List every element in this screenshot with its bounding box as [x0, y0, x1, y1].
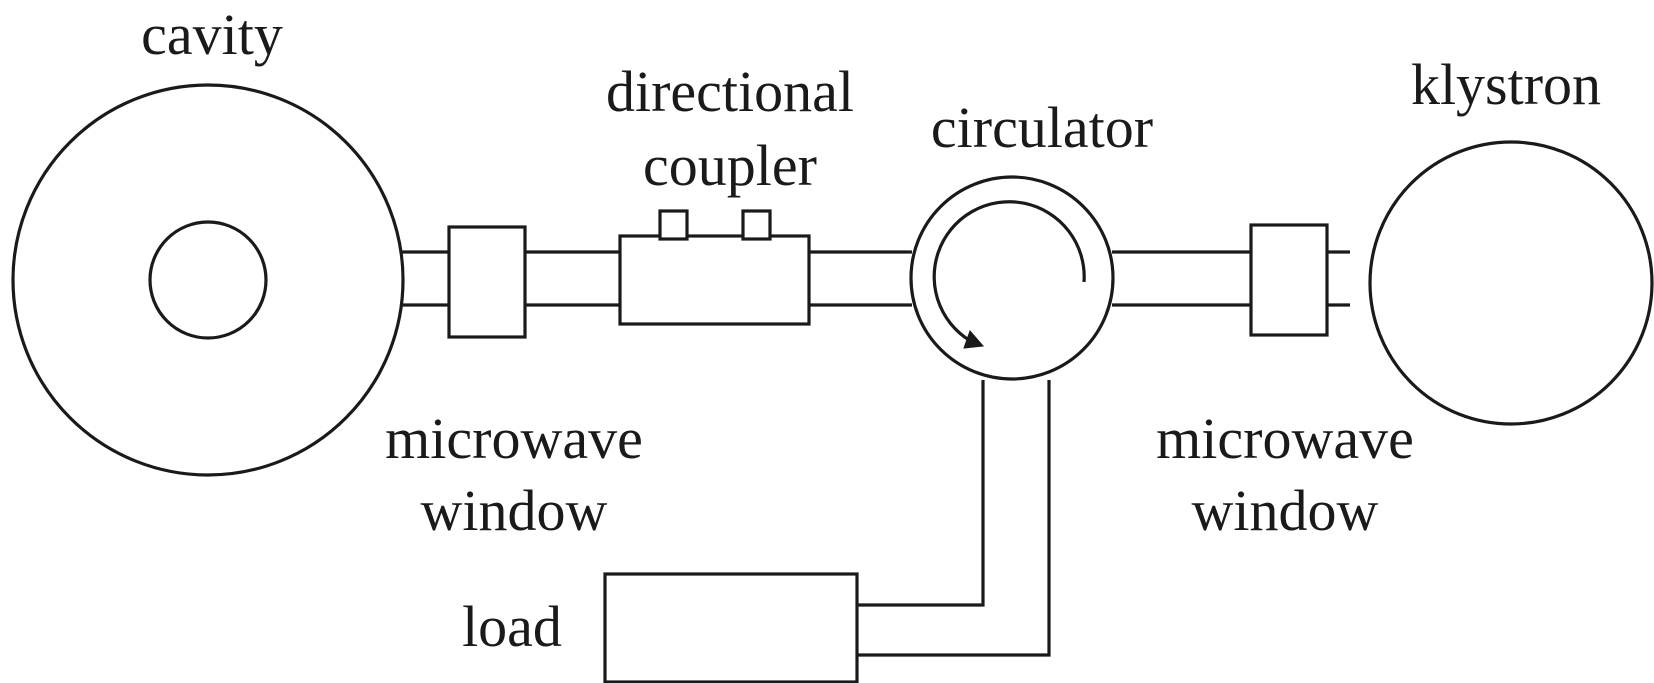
label-microwave-window-right-line1: microwave	[1156, 406, 1414, 471]
cavity-inner-circle	[148, 220, 268, 340]
waveguide-coupler-to-circulator	[809, 250, 912, 307]
load-box	[603, 572, 859, 683]
label-microwave-window-left-line1: microwave	[385, 406, 643, 471]
waveguide-cavity-to-window	[402, 250, 449, 307]
microwave-window-right	[1249, 223, 1329, 337]
label-microwave-window-right-line2: window	[1192, 478, 1379, 543]
label-load: load	[462, 594, 562, 659]
waveguide-circulator-to-load	[857, 380, 1051, 657]
directional-coupler-body	[618, 234, 811, 326]
label-directional-coupler-line1: directional	[606, 59, 854, 124]
circulator-circle	[909, 175, 1115, 381]
cavity-outer-circle	[11, 83, 405, 477]
label-microwave-window-left-line2: window	[421, 478, 608, 543]
label-klystron: klystron	[1411, 52, 1601, 117]
label-directional-coupler-line2: coupler	[643, 133, 817, 198]
waveguide-window-to-klystron	[1327, 250, 1350, 307]
klystron-circle	[1368, 140, 1654, 426]
circulator-rotation-arrow	[932, 200, 1086, 346]
label-cavity: cavity	[141, 2, 283, 67]
directional-coupler-port-2	[741, 209, 772, 241]
waveguide-window-to-coupler	[525, 250, 620, 307]
directional-coupler-port-1	[658, 209, 689, 241]
circulator-arrowhead	[963, 330, 985, 349]
waveguide-circulator-to-window	[1112, 250, 1251, 307]
label-circulator: circulator	[931, 95, 1153, 160]
microwave-window-left	[447, 225, 527, 339]
